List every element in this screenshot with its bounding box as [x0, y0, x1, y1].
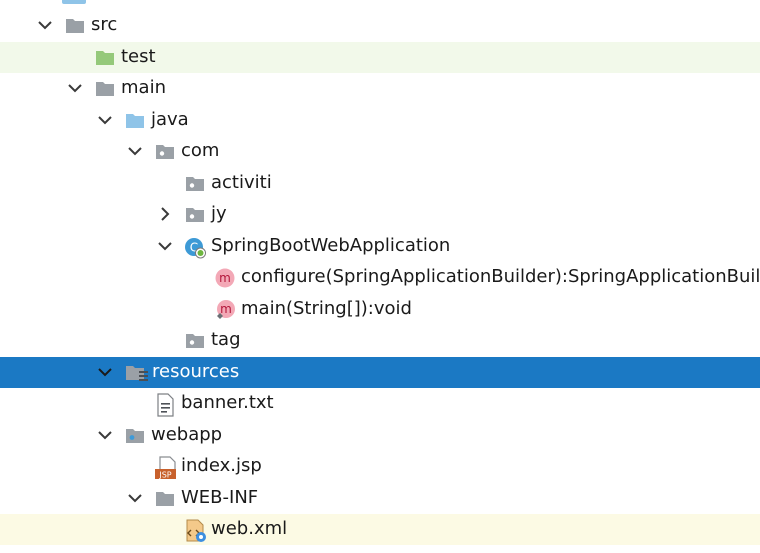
tree-item-banner-txt[interactable]: banner.txt — [0, 388, 760, 419]
package-icon — [184, 173, 206, 195]
chevron-right-icon[interactable] — [154, 203, 176, 225]
chevron-down-icon[interactable] — [124, 487, 146, 509]
tree-item-web-xml[interactable]: web.xml — [0, 514, 760, 545]
package-icon — [184, 204, 206, 226]
tree-item-label: com — [181, 140, 220, 161]
tree-item-tag[interactable]: tag — [0, 325, 760, 356]
tree-item-resources[interactable]: resources — [0, 357, 760, 388]
spring-class-icon: C — [184, 236, 206, 259]
package-icon — [184, 330, 206, 352]
tree-item-label: tag — [211, 329, 241, 350]
tree-item-label: index.jsp — [181, 455, 262, 476]
method-icon: m — [214, 267, 236, 289]
chevron-down-icon[interactable] — [124, 140, 146, 162]
chevron-down-icon[interactable] — [94, 109, 116, 131]
tree-item-label: main(String[]):void — [241, 298, 412, 319]
package-icon — [154, 141, 176, 163]
tree-item-label: src — [91, 14, 118, 35]
folder-green-icon — [94, 47, 116, 69]
chevron-down-icon[interactable] — [94, 424, 116, 446]
tree-item-activiti[interactable]: activiti — [0, 168, 760, 199]
tree-item-index-jsp[interactable]: JSP index.jsp — [0, 451, 760, 482]
tree-item-web-inf[interactable]: WEB-INF — [0, 483, 760, 514]
tree-item-src[interactable]: src — [0, 10, 760, 41]
tree-item-label: configure(SpringApplicationBuilder):Spri… — [241, 266, 760, 287]
xml-file-icon — [184, 519, 206, 542]
chevron-down-icon[interactable] — [34, 14, 56, 36]
text-file-icon — [154, 393, 176, 417]
svg-text:m: m — [220, 302, 232, 316]
tree-item-label: SpringBootWebApplication — [211, 235, 451, 256]
jsp-file-icon: JSP — [154, 456, 176, 480]
tree-item-label: jy — [211, 203, 227, 224]
tree-item-label: test — [121, 46, 156, 67]
folder-gray-icon — [94, 78, 116, 100]
tree-item-label: main — [121, 77, 166, 98]
tree-item-com[interactable]: com — [0, 136, 760, 167]
method-static-icon: m — [214, 299, 236, 321]
tree-item-label: java — [151, 109, 189, 130]
svg-text:C: C — [190, 241, 198, 255]
folder-resources-icon — [124, 362, 148, 384]
tree-item-springbootwebapplication[interactable]: C SpringBootWebApplication — [0, 231, 760, 262]
tree-item-jy[interactable]: jy — [0, 199, 760, 230]
tree-item-test[interactable]: test — [0, 42, 760, 73]
tree-item-configure-springapplicationbuilder-springapplicationbuilder[interactable]: m configure(SpringApplicationBuilder):Spr… — [0, 262, 760, 293]
tree-item-main-string-void[interactable]: m main(String[]):void — [0, 294, 760, 325]
folder-blue-icon — [124, 110, 146, 132]
tree-item-label: resources — [152, 361, 240, 382]
chevron-down-icon[interactable] — [154, 235, 176, 257]
folder-gray-icon — [64, 15, 86, 37]
folder-web-icon — [124, 425, 146, 447]
tree-item-label: webapp — [151, 424, 223, 445]
tree-item-label: banner.txt — [181, 392, 274, 413]
tree-item-webapp[interactable]: webapp — [0, 420, 760, 451]
svg-text:JSP: JSP — [158, 471, 171, 480]
svg-text:m: m — [219, 271, 231, 285]
folder-gray-icon — [154, 488, 176, 510]
tree-item-java[interactable]: java — [0, 105, 760, 136]
chevron-down-icon[interactable] — [94, 361, 116, 383]
tree-item-label: web.xml — [211, 518, 288, 539]
tree-item-label: WEB-INF — [181, 487, 259, 508]
chevron-down-icon[interactable] — [64, 77, 86, 99]
tree-item-main[interactable]: main — [0, 73, 760, 104]
top-partial-row — [62, 0, 86, 4]
tree-item-label: activiti — [211, 172, 272, 193]
